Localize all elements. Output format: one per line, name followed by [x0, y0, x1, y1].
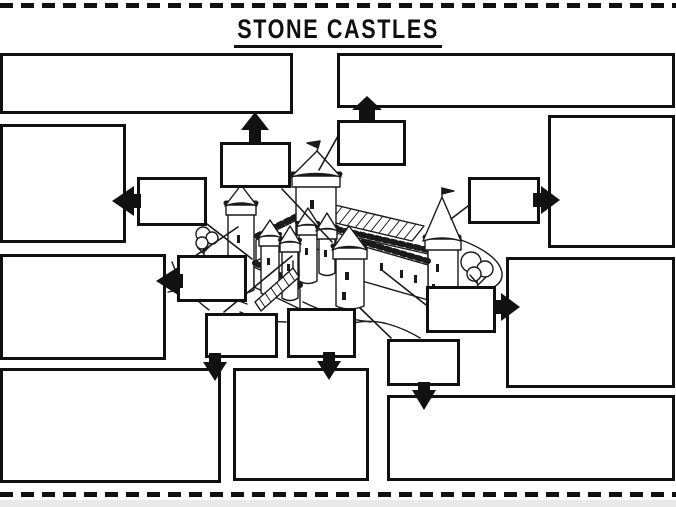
tree-left [195, 226, 219, 261]
answer-box-bottom-center-large[interactable] [233, 368, 369, 481]
answer-box-upper-left-pointer[interactable] [137, 177, 207, 226]
page-title: STONE CASTLES [0, 15, 676, 48]
answer-box-right-pointer-1[interactable] [468, 177, 540, 224]
page-edge-strip [0, 500, 676, 507]
drawbridge [254, 260, 300, 312]
tree-right [460, 251, 494, 295]
answer-box-lower-center-left[interactable] [205, 313, 278, 358]
answer-box-upper-left[interactable] [0, 124, 126, 243]
top-dashed-border [0, 3, 676, 8]
bottom-dashed-border [0, 492, 676, 497]
answer-box-top-left-wide[interactable] [0, 53, 293, 114]
answer-box-lower-right-pointer[interactable] [387, 339, 460, 386]
pointer-lines [194, 135, 469, 339]
answer-box-lower-center[interactable] [287, 308, 356, 358]
tower-inner-2 [315, 212, 339, 277]
answer-box-middle-left-pointer[interactable] [177, 255, 247, 302]
tower-front [330, 225, 370, 310]
answer-box-top-center-right[interactable] [337, 120, 406, 166]
answer-box-right-lower-large[interactable] [506, 257, 675, 388]
answer-box-top-center-left[interactable] [220, 142, 291, 188]
answer-box-top-right-wide[interactable] [337, 53, 675, 108]
page-title-text: STONE CASTLES [233, 15, 443, 48]
answer-box-middle-left[interactable] [0, 254, 166, 360]
answer-box-right-upper-large[interactable] [548, 115, 675, 248]
answer-box-bottom-right-wide[interactable] [387, 395, 675, 481]
answer-box-right-pointer-2[interactable] [426, 286, 496, 333]
answer-box-bottom-left-large[interactable] [0, 368, 221, 483]
